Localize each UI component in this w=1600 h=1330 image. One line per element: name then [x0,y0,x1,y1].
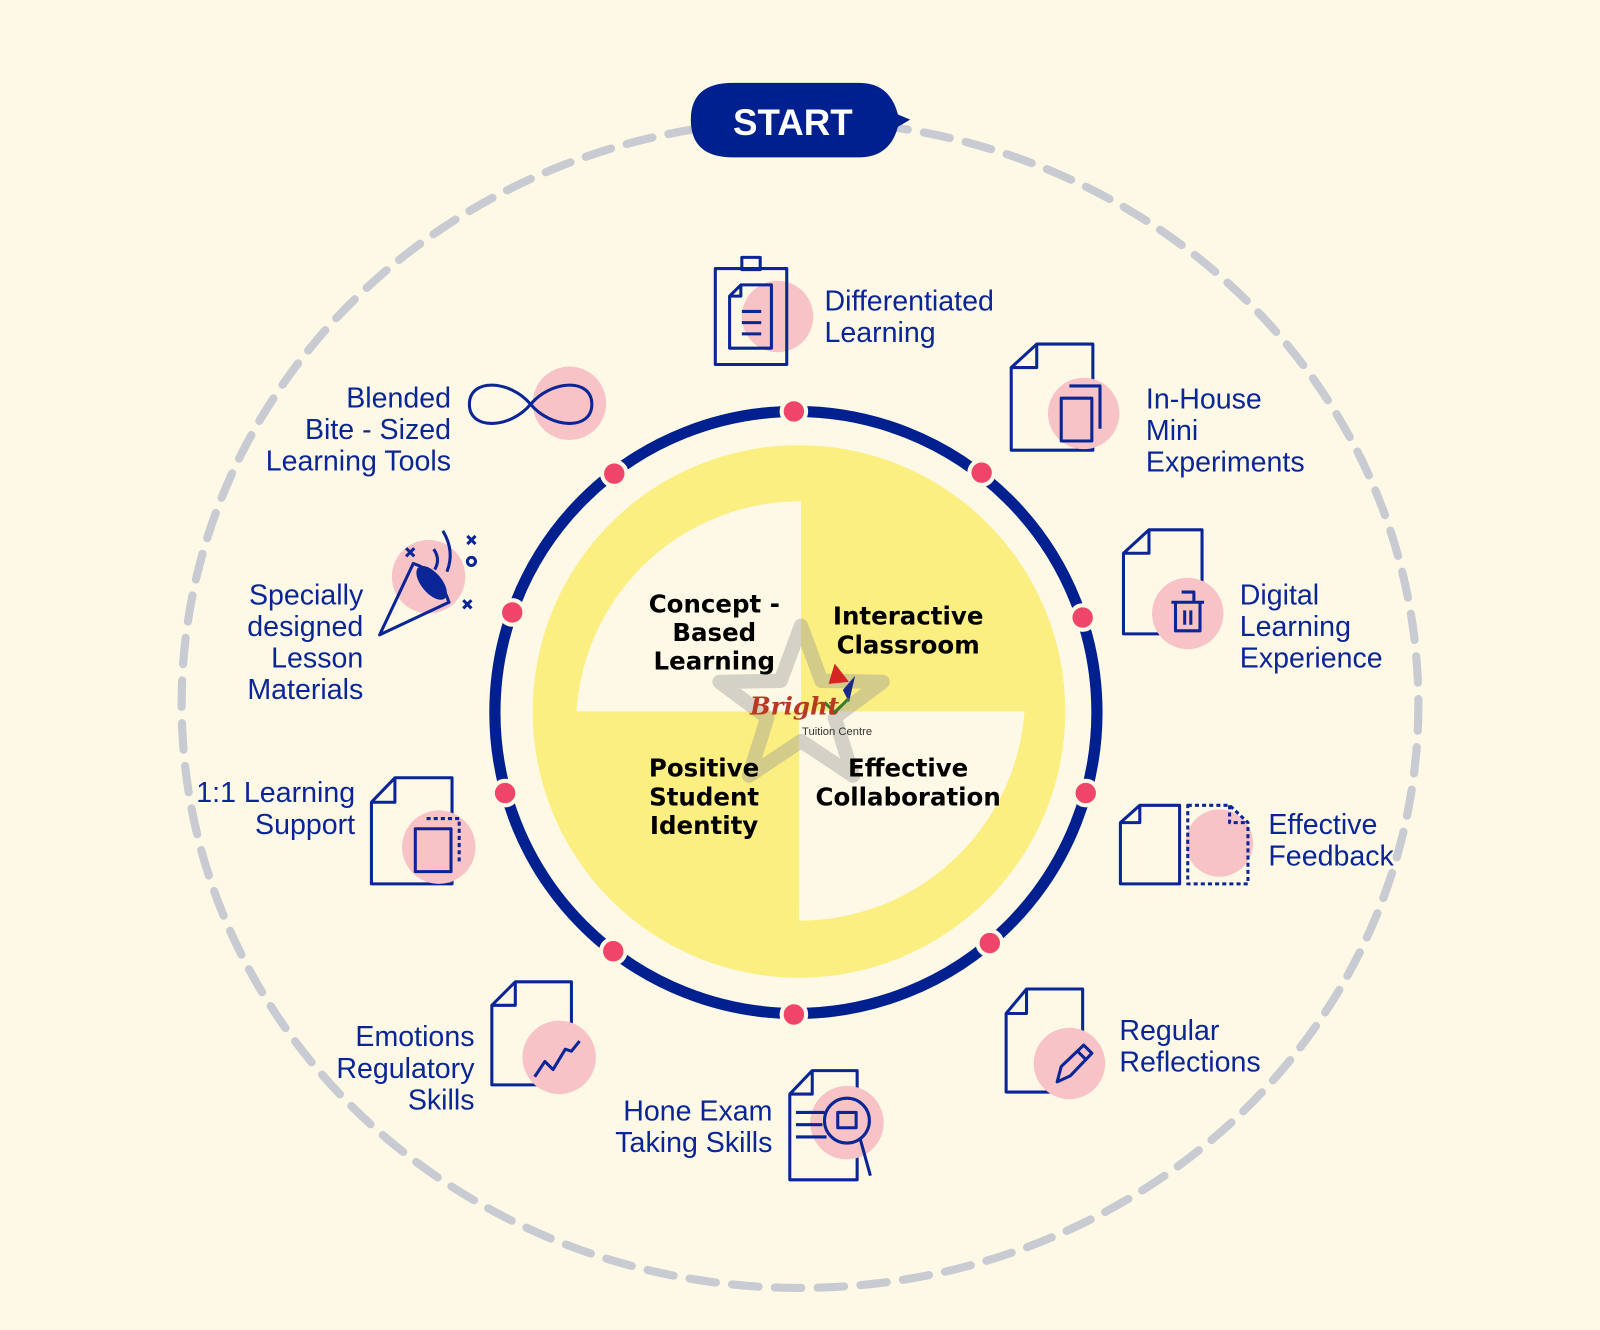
feature-label-line: Support [255,809,355,841]
quadrant-top-left [576,501,802,712]
document-search-icon [788,1069,884,1182]
ring-dot [600,459,629,488]
feature-label-line: Effective [1268,809,1377,841]
start-label: START [733,102,853,143]
ring-dot [490,778,520,808]
ring-dots [490,397,1100,1029]
quadrant-label-line: Effective [848,754,968,783]
feature-label-line: Materials [247,674,363,706]
feature-label-line: Lesson [271,643,363,675]
feature-label-line: Reflections [1119,1047,1260,1079]
feature-label-line: Skills [408,1084,475,1116]
feature-label-line: Differentiated [824,285,993,317]
feature-label-line: 1:1 Learning [196,777,355,809]
logo-subtitle: Tuition Centre [802,726,872,738]
ring-dot [967,458,996,487]
quadrant-label-line: Student [649,782,759,811]
feature-label-line: Blended [346,382,451,414]
logo-brand: Bright [749,691,840,720]
quadrant-bottom-right [798,711,1025,921]
feature-label-line: Regulatory [336,1053,475,1085]
feature-label-line: In-House [1146,383,1262,415]
star-watermark [712,618,890,783]
ring-dot [598,936,628,966]
ring-dot [1068,603,1097,632]
quadrant-label-line: Concept - [649,589,780,618]
feature-label-line: designed [247,611,363,643]
party-popper-icon [378,530,478,637]
document-pencil-icon [1004,987,1106,1100]
feature-label-line: Experiments [1146,447,1305,479]
ring-dot [975,928,1005,958]
feature-label-line: Learning [1240,611,1351,643]
quadrant-label-line: Interactive [833,602,984,631]
feature-label-line: Experience [1240,643,1383,675]
ring-dot [779,1000,809,1029]
copy-documents-icon [1009,342,1120,452]
ring-dot [779,397,809,426]
start-button[interactable]: START [690,82,911,158]
feature-label-line: Digital [1240,579,1319,611]
feature-label-line: Taking Skills [615,1127,772,1159]
feature-label-line: Emotions [355,1021,474,1053]
feature-label-line: Bite - Sized [305,414,451,446]
clipboard-icon [713,255,814,367]
document-copy-icon [369,776,476,886]
ring-dot [497,598,527,627]
ring-dot [1071,778,1100,808]
bright-logo: Bright Tuition Centre [749,663,872,738]
feature-label-line: Mini [1146,415,1198,447]
infinity-icon [467,366,607,440]
feature-label-line: Learning Tools [266,446,451,478]
document-chart-icon [490,980,596,1095]
quadrant-label-line: Collaboration [816,782,1001,811]
quadrant-label-line: Identity [650,811,758,840]
quadrant-label-line: Classroom [837,630,980,659]
document-trash-icon [1121,528,1224,650]
quadrant-label-line: Positive [649,754,759,783]
feature-label-line: Specially [249,579,364,611]
document-compare-icon [1118,803,1254,886]
feature-label-line: Hone Exam [623,1096,772,1128]
quadrant-label-line: Based [672,618,756,647]
quadrant-label-line: Learning [654,647,776,676]
feature-label-line: Feedback [1268,841,1394,873]
feature-label-line: Regular [1119,1015,1220,1047]
feature-label-line: Learning [824,317,935,349]
